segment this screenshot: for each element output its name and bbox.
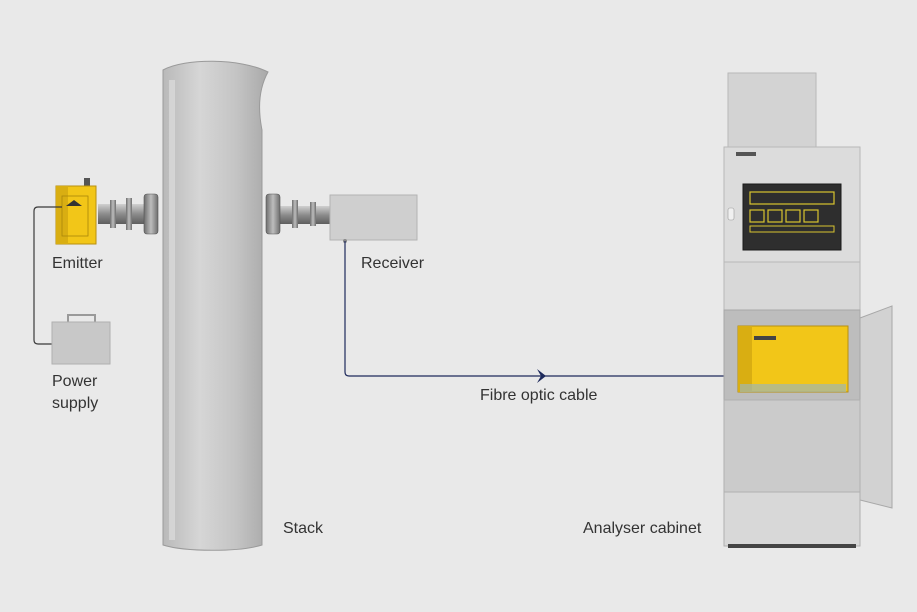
- receiver-unit: [329, 194, 418, 243]
- analyser-cabinet: [723, 72, 893, 548]
- power-supply-label-line1: Power: [52, 373, 98, 390]
- receiver-flange: [265, 193, 330, 235]
- fibre-optic-cable: [344, 241, 745, 377]
- screen-buttons: [749, 209, 835, 233]
- power-supply-label-line2: supply: [52, 395, 99, 412]
- cable-direction-arrow-icon: [537, 369, 546, 383]
- stack: [162, 60, 269, 551]
- emitter-unit: [55, 178, 97, 245]
- emitter-flange: [98, 193, 159, 235]
- power-supply-label: Power supply: [52, 371, 98, 415]
- analyser-cabinet-label: Analyser cabinet: [583, 520, 702, 537]
- fibre-optic-cable-label: Fibre optic cable: [480, 387, 598, 404]
- power-cable: [33, 206, 62, 345]
- receiver-label: Receiver: [361, 255, 425, 272]
- stack-label: Stack: [283, 520, 324, 537]
- emitter-label: Emitter: [52, 255, 103, 272]
- power-supply-unit: [51, 314, 111, 365]
